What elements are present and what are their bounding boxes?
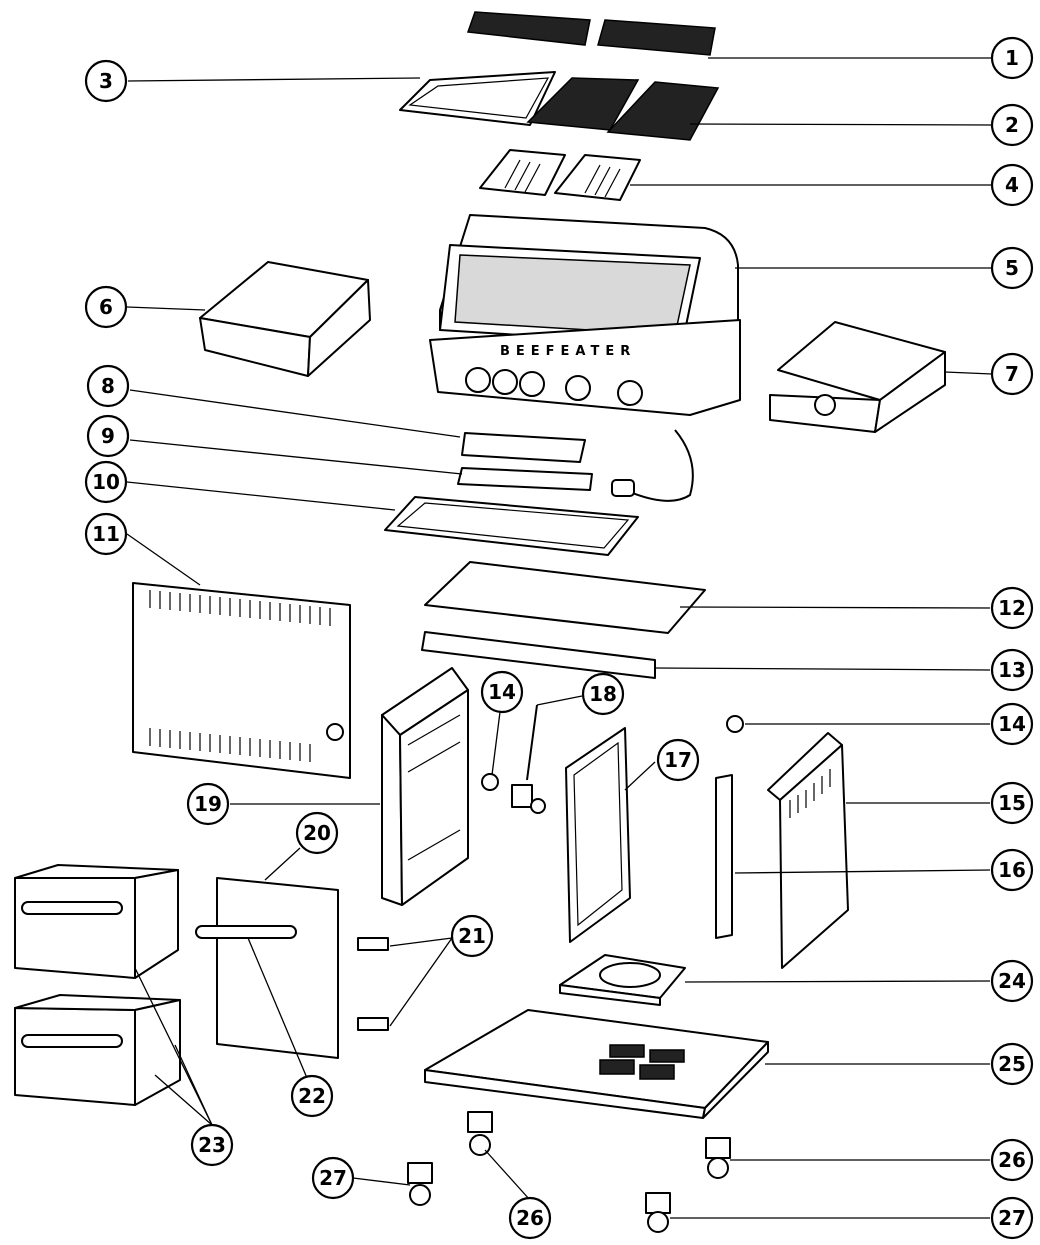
brand-text: BEEFEATER <box>500 344 636 359</box>
svg-text:13: 13 <box>998 658 1026 682</box>
callout-3: 3 <box>84 59 128 103</box>
svg-text:16: 16 <box>998 858 1026 882</box>
svg-text:9: 9 <box>101 424 115 448</box>
callout-9: 9 <box>86 414 130 458</box>
part-door <box>195 877 339 1059</box>
svg-text:20: 20 <box>303 821 331 845</box>
svg-text:23: 23 <box>198 1133 226 1157</box>
svg-text:14: 14 <box>998 712 1026 736</box>
svg-text:3: 3 <box>99 69 113 93</box>
part-fat-tray <box>457 467 593 491</box>
part-castors <box>407 1111 731 1233</box>
part-front-rail <box>421 631 656 679</box>
svg-text:25: 25 <box>998 1052 1026 1076</box>
svg-text:12: 12 <box>998 596 1026 620</box>
part-right-side-panel <box>767 732 849 969</box>
svg-text:7: 7 <box>1005 362 1019 386</box>
svg-text:11: 11 <box>92 522 120 546</box>
part-grommet-right <box>726 715 744 733</box>
callout-11: 11 <box>84 512 128 556</box>
svg-text:6: 6 <box>99 295 113 319</box>
part-side-burner-right <box>769 321 946 433</box>
part-top-panel <box>424 561 706 634</box>
callout-21: 21 <box>450 914 494 958</box>
part-left-side-frame <box>381 667 469 906</box>
svg-text:4: 4 <box>1005 173 1019 197</box>
part-regulator <box>511 704 546 814</box>
part-tray-base <box>384 496 639 556</box>
svg-text:22: 22 <box>298 1084 326 1108</box>
svg-text:5: 5 <box>1005 256 1019 280</box>
part-burner-base <box>559 954 686 1006</box>
callout-1: 1 <box>990 36 1034 80</box>
svg-text:26: 26 <box>516 1206 544 1230</box>
callout-17: 17 <box>656 738 700 782</box>
svg-text:24: 24 <box>998 969 1026 993</box>
part-base-plinth <box>424 1009 769 1119</box>
svg-text:1: 1 <box>1005 46 1019 70</box>
svg-text:27: 27 <box>319 1166 347 1190</box>
callout-26-center: 26 <box>508 1196 552 1240</box>
svg-text:15: 15 <box>998 791 1026 815</box>
part-flat-plate <box>399 71 556 126</box>
callout-15: 15 <box>990 781 1034 825</box>
svg-text:21: 21 <box>458 924 486 948</box>
part-cooking-grills <box>526 77 720 141</box>
leader-lines <box>126 57 993 1219</box>
callout-20: 20 <box>295 811 339 855</box>
callout-18: 18 <box>581 672 625 716</box>
svg-text:2: 2 <box>1005 113 1019 137</box>
callout-4: 4 <box>990 163 1034 207</box>
callout-14-right: 14 <box>990 702 1034 746</box>
part-flame-tamers <box>479 149 641 201</box>
callout-2: 2 <box>990 103 1034 147</box>
callout-22: 22 <box>290 1074 334 1118</box>
part-drip-tray <box>461 432 586 463</box>
part-inner-panel <box>565 727 631 943</box>
part-grommet-left <box>481 773 499 791</box>
callout-23: 23 <box>190 1123 234 1167</box>
callout-6: 6 <box>84 285 128 329</box>
part-drawers <box>14 864 181 1106</box>
callout-13: 13 <box>990 648 1034 692</box>
callout-25: 25 <box>990 1042 1034 1086</box>
svg-text:17: 17 <box>664 748 692 772</box>
svg-text:18: 18 <box>589 682 617 706</box>
callout-5: 5 <box>990 246 1034 290</box>
part-back-panel <box>132 582 351 779</box>
callout-8: 8 <box>86 364 130 408</box>
svg-text:19: 19 <box>194 792 222 816</box>
callout-14-left: 14 <box>480 670 524 714</box>
svg-text:26: 26 <box>998 1148 1026 1172</box>
callout-7: 7 <box>990 352 1034 396</box>
callout-10: 10 <box>84 460 128 504</box>
svg-text:14: 14 <box>488 680 516 704</box>
callout-12: 12 <box>990 586 1034 630</box>
callout-27-left: 27 <box>311 1156 355 1200</box>
svg-text:8: 8 <box>101 374 115 398</box>
callout-27-right: 27 <box>990 1196 1034 1240</box>
svg-text:27: 27 <box>998 1206 1026 1230</box>
part-upright-rail <box>715 774 733 939</box>
part-warming-racks <box>466 11 716 56</box>
part-side-burner-left <box>199 261 371 377</box>
part-hinges <box>357 937 389 1031</box>
callout-24: 24 <box>990 959 1034 1003</box>
callout-16: 16 <box>990 848 1034 892</box>
part-bbq-head: BEEFEATER <box>429 214 741 416</box>
svg-text:10: 10 <box>92 470 120 494</box>
callout-26-right: 26 <box>990 1138 1034 1182</box>
callout-19: 19 <box>186 782 230 826</box>
part-gas-hose <box>629 429 694 502</box>
